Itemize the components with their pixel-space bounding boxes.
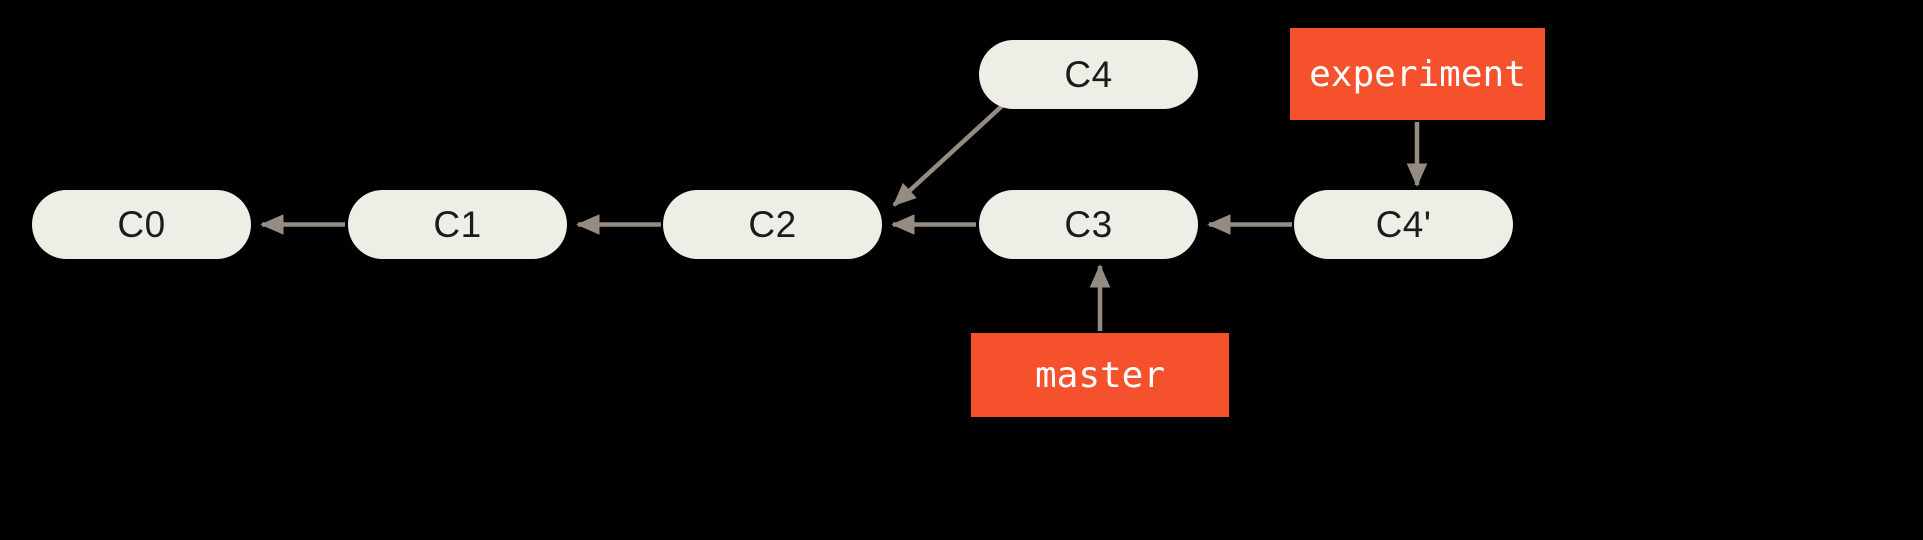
commit-node-c0[interactable]: C0: [32, 190, 251, 259]
commit-label: C1: [433, 203, 482, 245]
edge-c4-to-c2: [892, 104, 1004, 207]
branch-label-master[interactable]: master: [971, 333, 1229, 417]
commit-label: C4: [1064, 53, 1113, 95]
commit-label: C4': [1375, 203, 1432, 245]
commit-node-c2[interactable]: C2: [663, 190, 882, 259]
branch-label-experiment[interactable]: experiment: [1290, 28, 1545, 120]
commit-label: C3: [1064, 203, 1113, 245]
commit-node-c4[interactable]: C4: [979, 40, 1198, 109]
commit-label: C2: [748, 203, 797, 245]
commit-label: C0: [117, 203, 166, 245]
branch-name: master: [1034, 354, 1166, 396]
commit-node-c3[interactable]: C3: [979, 190, 1198, 259]
branch-name: experiment: [1309, 53, 1526, 95]
commit-node-c4-prime[interactable]: C4': [1294, 190, 1513, 259]
commit-node-c1[interactable]: C1: [348, 190, 567, 259]
